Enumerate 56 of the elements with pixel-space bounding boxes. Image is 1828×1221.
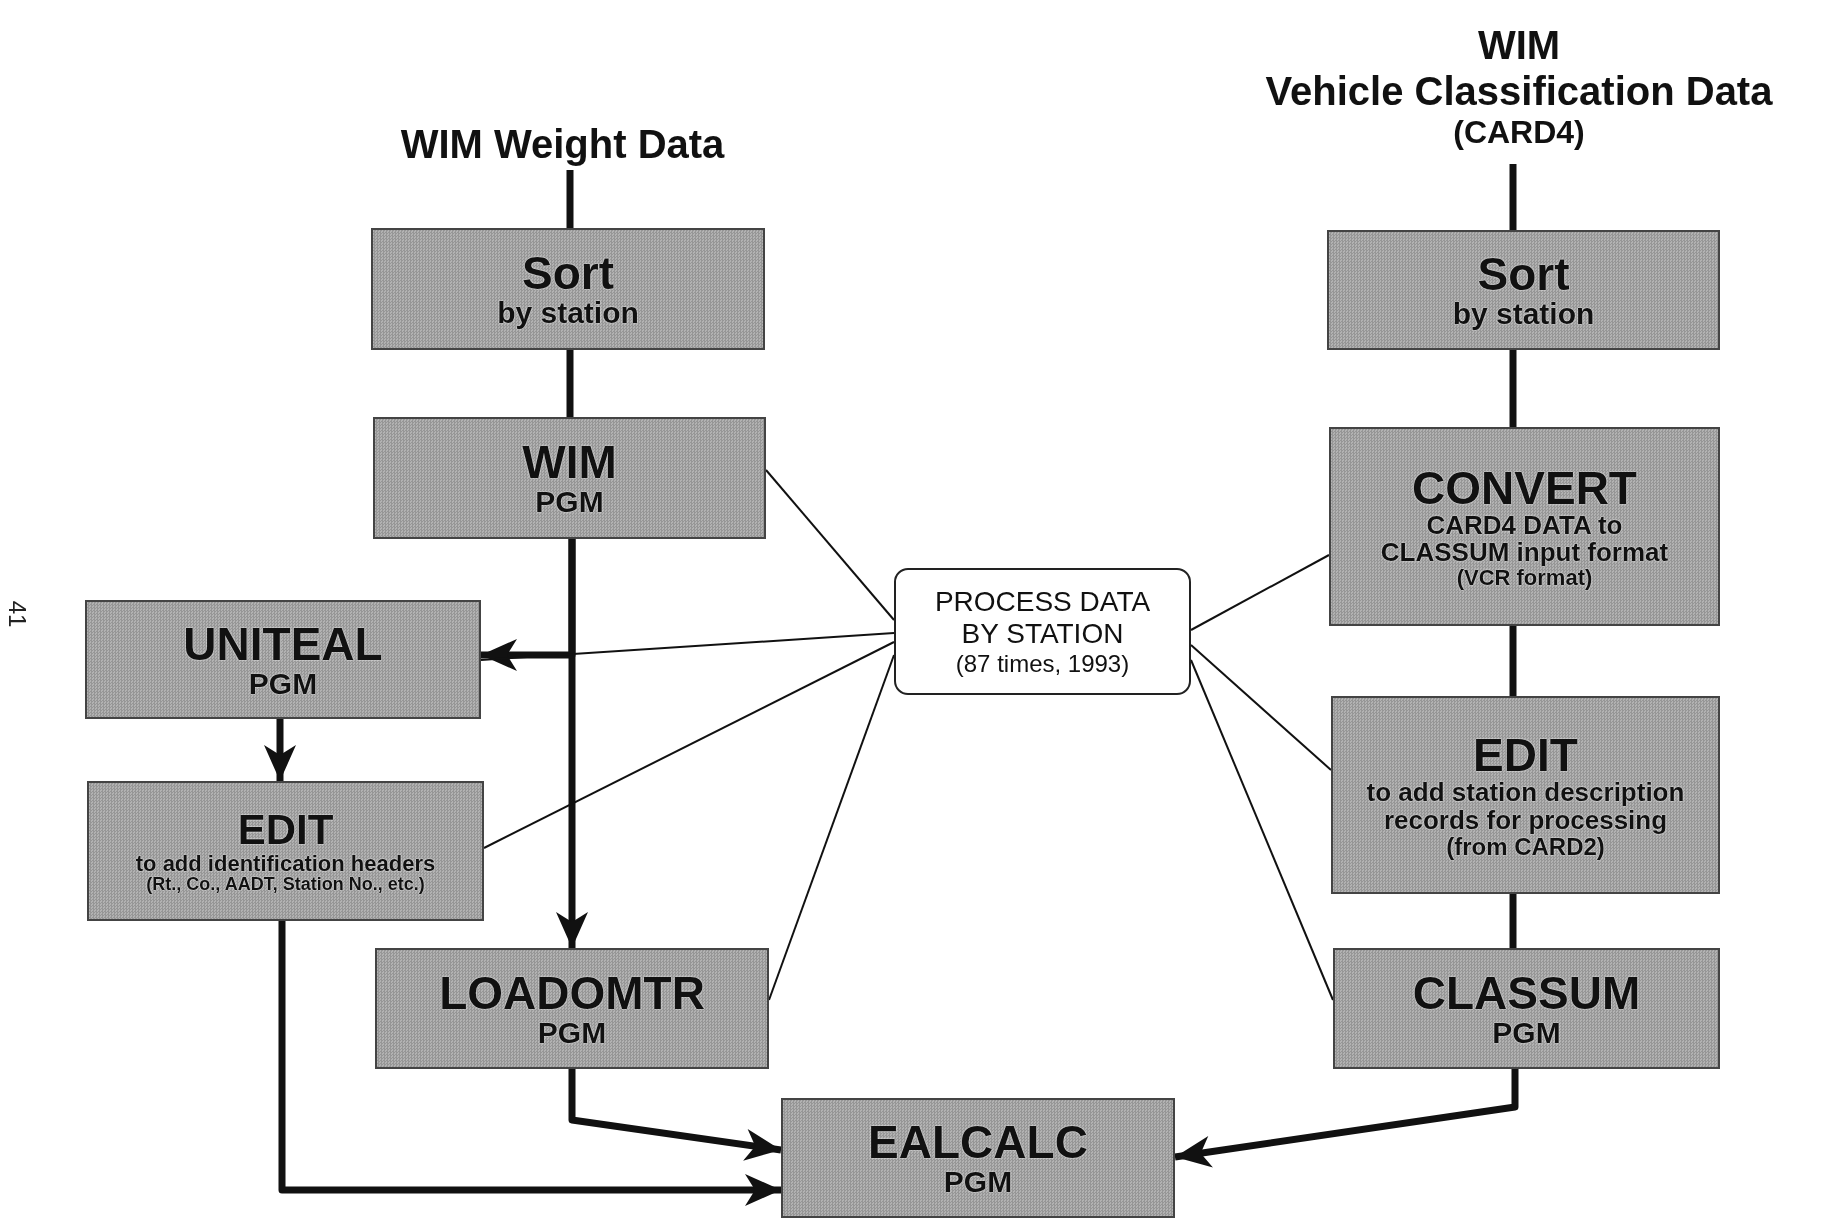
box-subtitle: (VCR format) — [1456, 566, 1593, 590]
box-title: Sort — [522, 249, 614, 298]
heading-text: WIM Weight Data — [400, 121, 725, 167]
connector-line — [480, 632, 895, 661]
arrow — [1174, 1069, 1519, 1168]
box-subtitle: CARD4 DATA to CLASSUM input format — [1379, 511, 1670, 567]
box-title: UNITEAL — [183, 619, 383, 668]
box-title: CONVERT — [1412, 463, 1637, 512]
box-title: CLASSUM — [1412, 968, 1641, 1017]
summary-box — [894, 568, 1191, 695]
box-subtitle: PGM — [537, 1016, 607, 1049]
box-title: EDIT — [1473, 730, 1578, 780]
connector-line — [1509, 350, 1517, 427]
box-subtitle: (Rt., Co., AADT, Station No., etc.) — [146, 875, 425, 895]
process-box — [373, 417, 766, 539]
box-title: PROCESS DATA BY STATION — [933, 585, 1152, 650]
box-subtitle: to add identification headers — [135, 852, 436, 876]
box-subtitle: (from CARD2) — [1446, 833, 1605, 860]
box-subtitle: PGM — [248, 667, 318, 700]
box-subtitle: (CARD4) — [1453, 113, 1585, 151]
arrow — [481, 539, 576, 671]
connector-line — [483, 641, 895, 849]
box-title: EDIT — [237, 807, 334, 853]
box-subtitle: Vehicle Classification Data — [1265, 67, 1773, 114]
box-subtitle: PGM — [1492, 1016, 1561, 1049]
connector-line — [1509, 894, 1517, 948]
box-subtitle: PGM — [943, 1166, 1013, 1198]
connector-line — [1509, 626, 1517, 696]
arrow — [568, 1069, 782, 1161]
process-box — [781, 1098, 1175, 1218]
process-box — [1331, 696, 1720, 894]
arrow — [264, 719, 296, 781]
box-subtitle: by station — [497, 297, 639, 329]
process-box — [371, 228, 765, 350]
connector-line — [1190, 554, 1330, 631]
connector-line — [1190, 659, 1334, 1001]
connector-line — [1190, 644, 1332, 771]
connector-line — [566, 350, 574, 417]
box-title: EALCALC — [868, 1118, 1088, 1167]
process-box — [1327, 230, 1720, 350]
process-box — [375, 948, 769, 1069]
box-title: LOADOMTR — [439, 968, 705, 1017]
box-subtitle: PGM — [535, 486, 604, 518]
arrow — [278, 921, 781, 1206]
box-subtitle: to add station description records for processing — [1365, 779, 1686, 834]
process-box — [1333, 948, 1720, 1069]
box-title: Sort — [1477, 250, 1570, 299]
process-box — [87, 781, 484, 921]
connector-line — [765, 469, 895, 621]
page-number: 41 — [3, 600, 32, 628]
box-title: WIM — [522, 438, 617, 487]
box-subtitle: (87 times, 1993) — [955, 649, 1130, 678]
process-box — [85, 600, 481, 719]
box-subtitle: by station — [1452, 298, 1595, 330]
heading-text: WIM — [1477, 21, 1561, 68]
process-box — [1329, 427, 1720, 626]
